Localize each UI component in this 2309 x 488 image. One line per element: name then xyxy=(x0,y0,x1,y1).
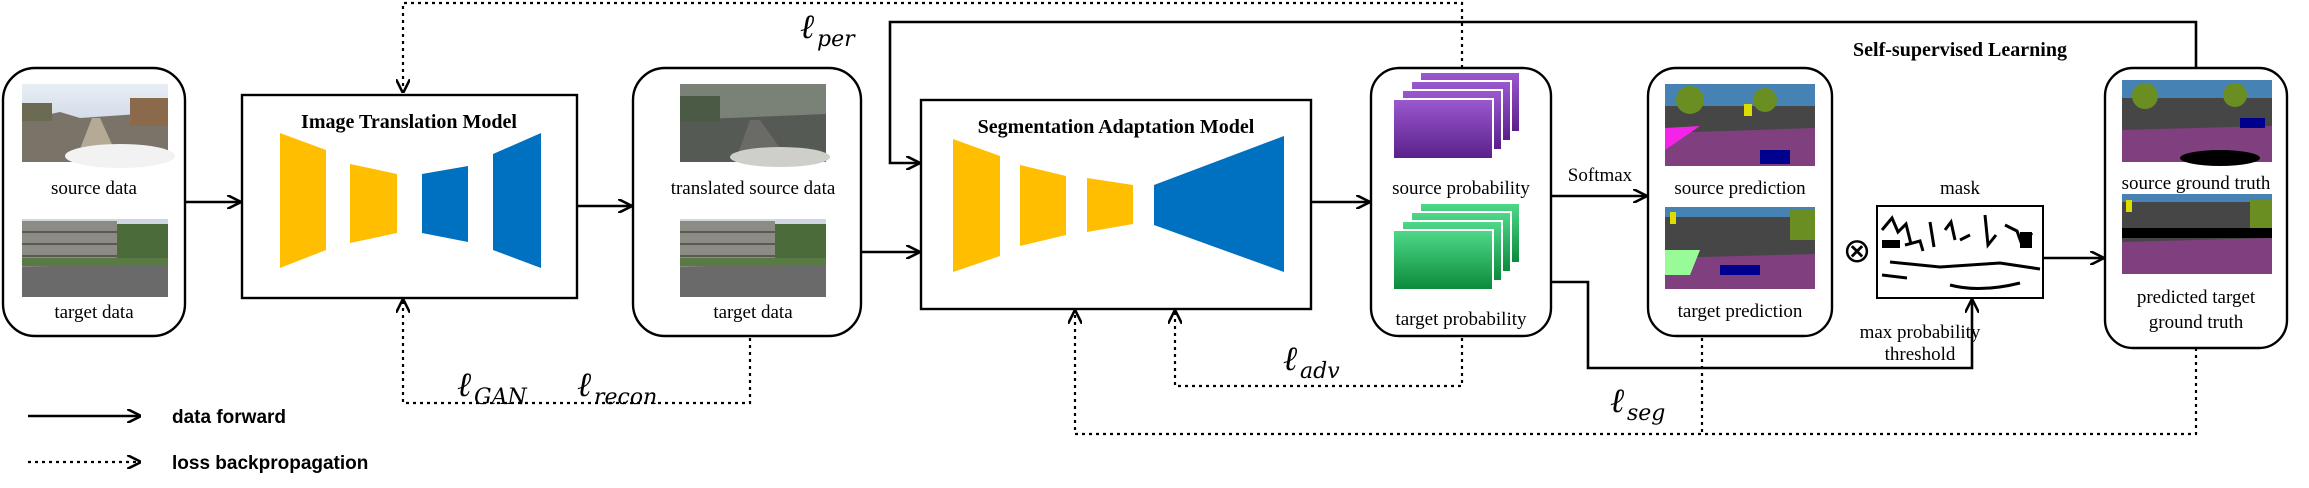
svg-text:ℓ: ℓ xyxy=(577,365,591,405)
segmentation-encoder-layer-3 xyxy=(1087,178,1133,232)
svg-text:GAN: GAN xyxy=(474,385,527,410)
translated-source-image xyxy=(680,84,830,167)
elementwise-product-symbol: ⊗ xyxy=(1843,231,1872,271)
source-ground-truth-map xyxy=(2122,80,2272,166)
source-prediction-label: source prediction xyxy=(1674,178,1806,199)
source-data-label: source data xyxy=(51,178,138,199)
loss-recon-label: ℓ recon xyxy=(577,365,657,410)
segmentation-encoder-layer-1 xyxy=(953,139,1000,272)
svg-text:seg: seg xyxy=(1627,401,1665,426)
svg-text:ℓ: ℓ xyxy=(457,365,471,405)
target-prediction-label: target prediction xyxy=(1678,301,1803,322)
translation-encoder-layer-1 xyxy=(280,133,326,268)
source-probability-stack xyxy=(1392,71,1521,160)
source-ground-truth-label: source ground truth xyxy=(2122,173,2271,194)
translation-encoder-layer-2 xyxy=(350,164,397,243)
predicted-target-label-line2: ground truth xyxy=(2149,312,2244,333)
segmentation-adaptation-model-title: Segmentation Adaptation Model xyxy=(978,116,1255,138)
loss-gan-label: ℓ GAN xyxy=(457,365,527,410)
mask-image xyxy=(1876,205,2044,299)
svg-text:per: per xyxy=(817,27,856,52)
legend-data-forward: data forward xyxy=(172,407,286,428)
predicted-target-ground-truth-map xyxy=(2122,194,2272,274)
segmentation-encoder-layer-2 xyxy=(1020,165,1066,246)
loss-per-label: ℓ per xyxy=(800,7,856,52)
image-translation-model-title: Image Translation Model xyxy=(301,111,517,133)
source-prediction-map xyxy=(1665,84,1815,166)
source-probability-label: source probability xyxy=(1392,178,1530,199)
max-probability-label: max probability xyxy=(1860,322,1981,343)
self-supervised-learning-title: Self-supervised Learning xyxy=(1853,39,2067,61)
svg-text:recon: recon xyxy=(594,385,657,410)
mask-label: mask xyxy=(1940,178,1981,199)
target-data-label: target data xyxy=(54,302,134,323)
target-data-image xyxy=(22,219,168,297)
target-data-image-2 xyxy=(680,219,826,297)
translated-source-data-label: translated source data xyxy=(671,178,836,199)
svg-text:ℓ: ℓ xyxy=(800,7,814,47)
segmentation-decoder xyxy=(1154,136,1284,272)
target-probability-stack xyxy=(1392,202,1521,291)
translation-decoder-layer-2 xyxy=(493,133,541,268)
source-data-image xyxy=(22,84,175,168)
loss-backprop-arrows xyxy=(403,1,2198,436)
target-prediction-map xyxy=(1665,207,1815,289)
target-data-label-2: target data xyxy=(713,302,793,323)
svg-text:adv: adv xyxy=(1300,359,1340,384)
threshold-label: threshold xyxy=(1885,344,1956,365)
translation-decoder-layer-1 xyxy=(422,166,468,242)
legend: data forward loss backpropagation xyxy=(28,407,368,474)
softmax-label: Softmax xyxy=(1568,165,1633,186)
data-forward-arrows xyxy=(186,20,2198,370)
legend-loss-backpropagation: loss backpropagation xyxy=(172,453,368,474)
svg-text:ℓ: ℓ xyxy=(1610,381,1624,421)
target-probability-label: target probability xyxy=(1395,309,1527,330)
svg-text:ℓ: ℓ xyxy=(1283,339,1297,379)
predicted-target-label-line1: predicted target xyxy=(2137,287,2256,308)
loss-seg-label: ℓ seg xyxy=(1610,381,1665,426)
loss-adv-label: ℓ adv xyxy=(1283,339,1340,384)
